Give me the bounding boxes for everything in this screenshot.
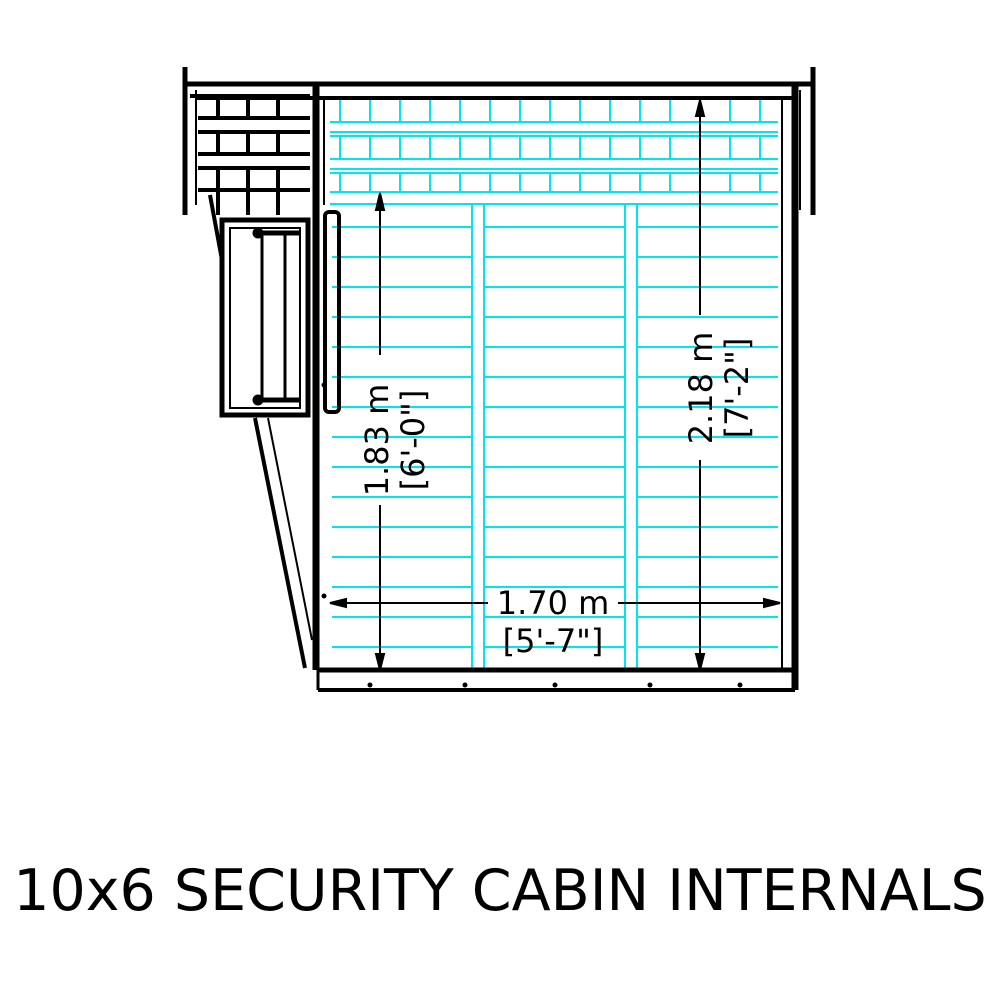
page-title: 10x6 SECURITY CABIN INTERNALS — [13, 858, 987, 924]
fixing-dot — [321, 593, 327, 599]
depth-total-metric: 2.18 m — [682, 332, 720, 445]
dimension-lines — [329, 99, 781, 671]
depth-total-imperial: [7'-2"] — [718, 338, 756, 439]
fixing-dot — [647, 682, 653, 688]
fixing-dot — [367, 682, 373, 688]
dimension-depth-inner: 1.83 m [6'-0"] — [358, 384, 432, 497]
fixing-dot — [552, 682, 558, 688]
fixing-dot — [321, 382, 327, 388]
door — [208, 194, 313, 669]
veranda-decking — [190, 94, 310, 215]
depth-inner-imperial: [6'-0"] — [394, 390, 432, 491]
fixing-dot — [462, 682, 468, 688]
fixing-dot — [737, 682, 743, 688]
dimension-depth-total: 2.18 m [7'-2"] — [682, 332, 756, 445]
floor-boards — [330, 100, 778, 668]
depth-inner-metric: 1.83 m — [358, 384, 396, 497]
fixing-dots — [321, 382, 743, 688]
width-imperial: [5'-7"] — [503, 622, 604, 660]
width-metric: 1.70 m — [497, 584, 610, 622]
